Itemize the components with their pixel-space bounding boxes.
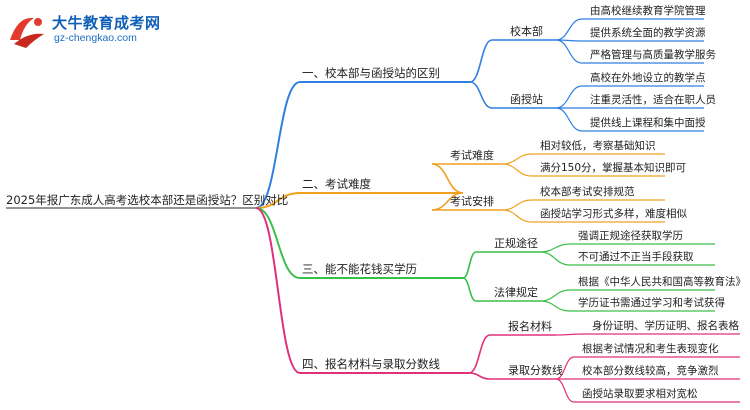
leaf-item[interactable]: 身份证明、学历证明、报名表格 [592, 319, 739, 332]
leaf-item[interactable]: 函授站学习形式多样，难度相似 [540, 207, 687, 220]
subtopic[interactable]: 正规途径 [494, 236, 538, 250]
leaf-connector [555, 18, 583, 41]
leaf-item[interactable]: 校本部分数线较高，竞争激烈 [582, 364, 719, 377]
leaf-item[interactable]: 校本部考试安排规范 [540, 185, 635, 198]
leaf-connector [555, 356, 575, 380]
leaf-item[interactable]: 注重灵活性，适合在职人员 [590, 93, 716, 106]
subtopic[interactable]: 考试安排 [450, 194, 494, 208]
leaf-item[interactable]: 高校在外地设立的教学点 [590, 71, 706, 84]
leaf-item[interactable]: 不可通过不正当手段获取 [578, 250, 694, 263]
subtopic[interactable]: 函授站 [510, 92, 543, 106]
leaf-connector [539, 251, 571, 266]
branch-connector [255, 207, 301, 279]
leaf-connector [555, 39, 583, 64]
leaf-item[interactable]: 严格管理与高质量教学服务 [590, 48, 716, 61]
leaf-item[interactable]: 满分150分，掌握基本知识即可 [540, 161, 686, 174]
leaf-connector [555, 378, 575, 403]
branch-connector [255, 207, 301, 374]
leaf-connector [501, 209, 533, 223]
brand-title: 大牛教育成考网 [52, 14, 161, 32]
branch-topic[interactable]: 二、考试难度 [302, 177, 371, 191]
brand-logo[interactable]: 大牛教育成考网 gz-chengkao.com [4, 10, 174, 50]
leaf-connector [501, 199, 533, 211]
child-connector [469, 81, 493, 109]
leaf-item[interactable]: 学历证书需通过学习和考试获得 [578, 296, 725, 309]
brand-url: gz-chengkao.com [54, 32, 137, 44]
child-connector [462, 277, 477, 302]
leaf-connector [539, 300, 571, 312]
leaf-connector [501, 163, 533, 177]
subtopic[interactable]: 考试难度 [450, 148, 494, 162]
leaf-connector [555, 107, 583, 132]
branch-topic[interactable]: 四、报名材料与录取分数线 [302, 357, 440, 371]
child-connector [469, 39, 493, 83]
leaf-item[interactable]: 根据考试情况和考生表现变化 [582, 342, 719, 355]
child-connector [468, 372, 491, 380]
subtopic[interactable]: 校本部 [510, 24, 543, 38]
branch-connector [255, 81, 301, 209]
leaf-item[interactable]: 提供系统全面的教学资源 [590, 26, 706, 39]
child-connector [468, 334, 491, 374]
mindmap-links [6, 18, 740, 403]
leaf-item[interactable]: 根据《中华人民共和国高等教育法》 [578, 275, 746, 288]
branch-connector [255, 192, 301, 209]
subtopic[interactable]: 法律规定 [494, 285, 538, 299]
child-connector [431, 163, 464, 194]
leaf-connector [539, 289, 571, 302]
branch-topic[interactable]: 一、校本部与函授站的区别 [302, 66, 440, 80]
leaf-item[interactable]: 强调正规途径获取学历 [578, 229, 683, 242]
leaf-connector [555, 85, 583, 109]
leaf-item[interactable]: 函授站录取要求相对宽松 [582, 387, 698, 400]
leaf-connector [501, 153, 533, 165]
root-topic[interactable]: 2025年报广东成人高考选校本部还是函授站？区别对比 [6, 193, 288, 207]
child-connector [462, 251, 477, 279]
branch-topic[interactable]: 三、能不能花钱买学历 [302, 262, 417, 276]
subtopic[interactable]: 报名材料 [508, 319, 552, 333]
leaf-connector [539, 243, 571, 253]
leaf-item[interactable]: 提供线上课程和集中面授 [590, 116, 706, 129]
leaf-item[interactable]: 相对较低，考察基础知识 [540, 139, 656, 152]
mindmap-labels: 2025年报广东成人高考选校本部还是函授站？区别对比一、校本部与函授站的区别校本… [6, 4, 746, 400]
leaf-item[interactable]: 由高校继续教育学院管理 [590, 4, 706, 17]
brand-logo-icon [10, 17, 44, 48]
subtopic[interactable]: 录取分数线 [508, 363, 563, 377]
leaf-connector [555, 333, 585, 336]
